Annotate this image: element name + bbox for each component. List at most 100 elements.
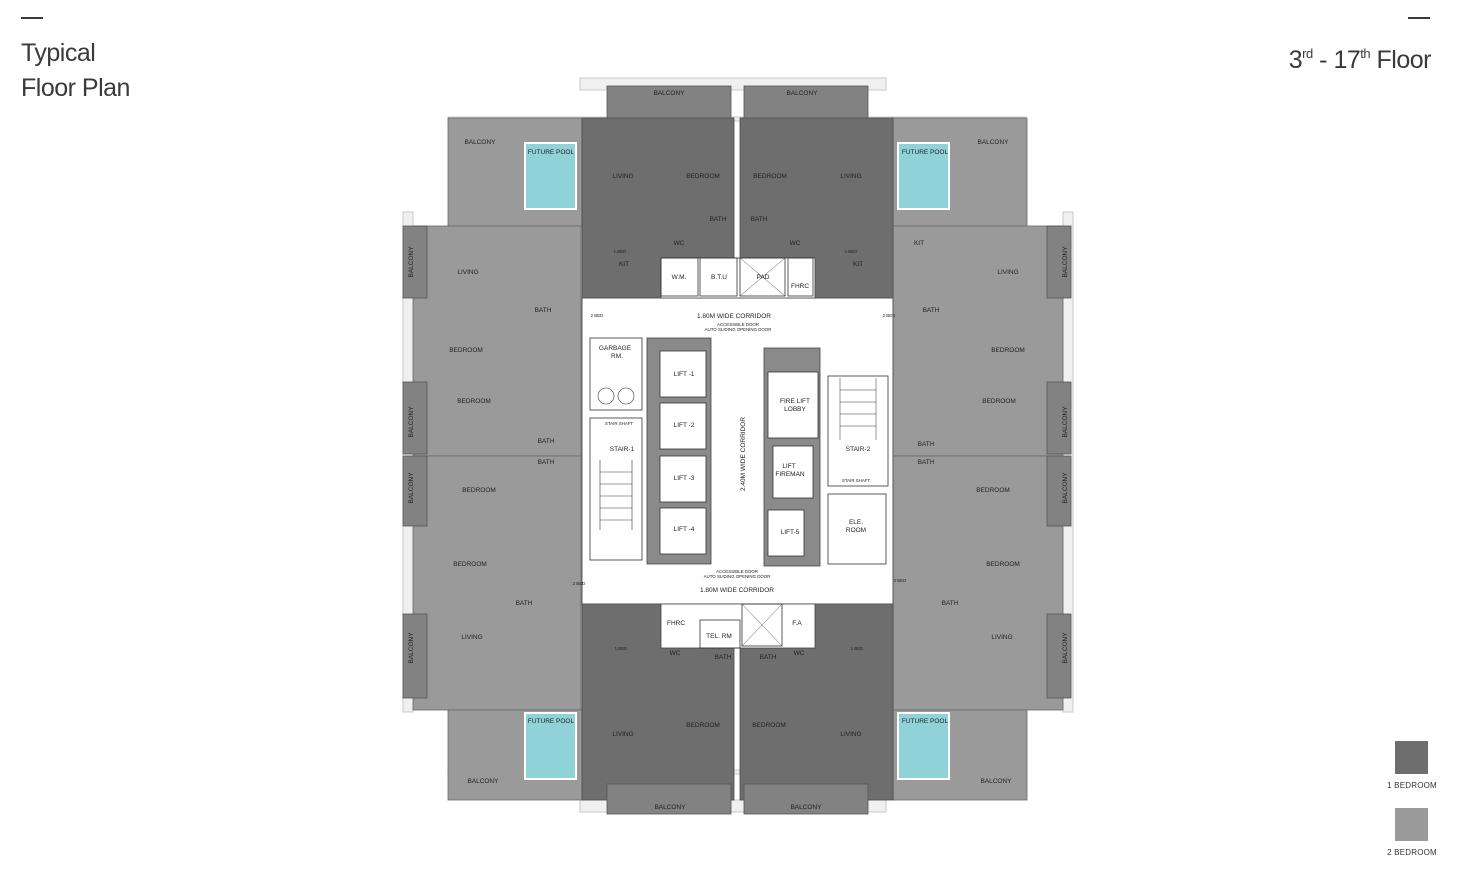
label-balcony: BALCONY: [464, 139, 496, 146]
label-ele-room: ELE.: [849, 519, 863, 526]
label-lift-5: LIFT-5: [781, 529, 800, 536]
label-lift-fireman-2: FIREMAN: [775, 471, 805, 478]
label-wm: W.M.: [672, 274, 687, 281]
label-lift-2: LIFT -2: [674, 422, 695, 429]
label-corridor-central: 2.40M WIDE CORRIDOR: [740, 417, 747, 491]
unit-2bed-right-upper: [892, 225, 1064, 457]
label-bath: BATH: [918, 441, 935, 448]
floor-range-title: 3rd - 17th Floor: [1288, 36, 1432, 78]
label-future-pool: FUTURE POOL: [528, 149, 575, 156]
label-corridor-top: 1.80M WIDE CORRIDOR: [697, 313, 771, 320]
label-bedroom: BEDROOM: [686, 722, 720, 729]
label-balcony: BALCONY: [654, 804, 686, 811]
label-kit: KIT: [853, 261, 863, 268]
label-bath: BATH: [710, 216, 727, 223]
one-bedroom-units: [581, 117, 894, 801]
label-bath: BATH: [760, 654, 777, 661]
label-lift-fireman: LIFT: [782, 463, 795, 470]
floor-from: 3: [1288, 46, 1303, 74]
unit-2bed-right-lower: [892, 455, 1064, 711]
label-balcony: BALCONY: [1062, 406, 1069, 438]
label-stair-shaft: STAIR SHAFT: [605, 421, 634, 426]
legend-swatch-1-bedroom: [1395, 741, 1428, 774]
label-bedroom: BEDROOM: [453, 561, 487, 568]
label-living: LIVING: [997, 269, 1018, 276]
label-kit: KIT: [619, 261, 629, 268]
balconies: [402, 85, 1072, 815]
title-line-2: Floor Plan: [21, 74, 130, 102]
label-corridor-bottom: 1.80M WIDE CORRIDOR: [700, 587, 774, 594]
tag-2bed: 2 BED: [894, 578, 907, 583]
label-balcony: BALCONY: [1062, 246, 1069, 278]
label-fire-lift-lobby-2: LOBBY: [784, 406, 806, 413]
label-balcony: BALCONY: [977, 139, 1009, 146]
label-future-pool: FUTURE POOL: [902, 149, 949, 156]
label-bedroom: BEDROOM: [753, 173, 787, 180]
label-living: LIVING: [840, 731, 861, 738]
label-balcony: BALCONY: [467, 778, 499, 785]
plan-labels: BALCONY BALCONY BALCONY BALCONY BALCONY …: [408, 90, 1069, 811]
label-garbage-room-suffix: RM.: [611, 353, 623, 360]
label-ele-room-2: ROOM: [846, 527, 866, 534]
unit-2bed-left-upper: [412, 225, 582, 457]
label-bath: BATH: [923, 307, 940, 314]
label-balcony: BALCONY: [408, 472, 415, 504]
label-bedroom: BEDROOM: [449, 347, 483, 354]
label-bedroom: BEDROOM: [982, 398, 1016, 405]
label-bedroom: BEDROOM: [457, 398, 491, 405]
label-balcony: BALCONY: [1062, 472, 1069, 504]
label-bedroom: BEDROOM: [976, 487, 1010, 494]
title-line-1: Typical: [21, 39, 96, 67]
label-living: LIVING: [612, 731, 633, 738]
label-pad: PAD: [757, 274, 770, 281]
future-pools: [524, 142, 950, 780]
label-balcony: BALCONY: [980, 778, 1012, 785]
tag-1bed: 1 BED: [614, 249, 627, 254]
label-living: LIVING: [991, 634, 1012, 641]
title-dash-left: [21, 17, 43, 19]
central-core: [581, 257, 894, 649]
label-wc: WC: [790, 240, 801, 247]
label-wc: WC: [794, 650, 805, 657]
label-fhrc: FHRC: [791, 283, 809, 290]
label-fire-lift-lobby: FIRE LIFT: [780, 398, 810, 405]
label-bath: BATH: [715, 654, 732, 661]
label-bedroom: BEDROOM: [752, 722, 786, 729]
tag-1bed: 1 BED: [851, 646, 864, 651]
label-balcony: BALCONY: [653, 90, 685, 97]
label-living: LIVING: [612, 173, 633, 180]
floor-from-suffix: rd: [1302, 46, 1313, 61]
floor-separator: -: [1312, 46, 1334, 74]
title-dash-right: [1408, 17, 1430, 19]
label-fhrc: FHRC: [667, 620, 685, 627]
tag-1bed: 1 BED: [615, 646, 628, 651]
label-fa: F.A: [792, 620, 802, 627]
label-bath: BATH: [538, 438, 555, 445]
note-auto-sliding-door: AUTO SLIDING OPENING DOOR: [705, 327, 772, 332]
unit-2bed-left-lower: [412, 455, 582, 711]
tag-2bed: 2 BED: [573, 581, 586, 586]
note-auto-sliding-door: AUTO SLIDING OPENING DOOR: [704, 574, 771, 579]
label-garbage-room: GARBAGE: [599, 345, 632, 352]
label-stair-shaft: STAIR SHAFT: [842, 478, 871, 483]
label-kit: KIT: [914, 240, 924, 247]
label-lift-3: LIFT -3: [674, 475, 695, 482]
label-bath: BATH: [942, 600, 959, 607]
label-bath: BATH: [516, 600, 533, 607]
legend-swatch-2-bedroom: [1395, 808, 1428, 841]
label-btu: B.T.U: [711, 274, 727, 281]
label-living: LIVING: [461, 634, 482, 641]
label-bedroom: BEDROOM: [462, 487, 496, 494]
tag-2bed: 2 BED: [883, 313, 896, 318]
label-bedroom: BEDROOM: [986, 561, 1020, 568]
label-lift-4: LIFT -4: [674, 526, 695, 533]
label-balcony: BALCONY: [1062, 632, 1069, 664]
label-living: LIVING: [457, 269, 478, 276]
label-bath: BATH: [538, 459, 555, 466]
legend-label-1-bedroom: 1 BEDROOM: [1387, 781, 1437, 790]
label-stair-2: STAIR-2: [846, 446, 871, 453]
note-accessible-door: ACCESSIBLE DOOR: [716, 569, 758, 574]
label-balcony: BALCONY: [408, 632, 415, 664]
tag-2bed: 2 BED: [591, 313, 604, 318]
